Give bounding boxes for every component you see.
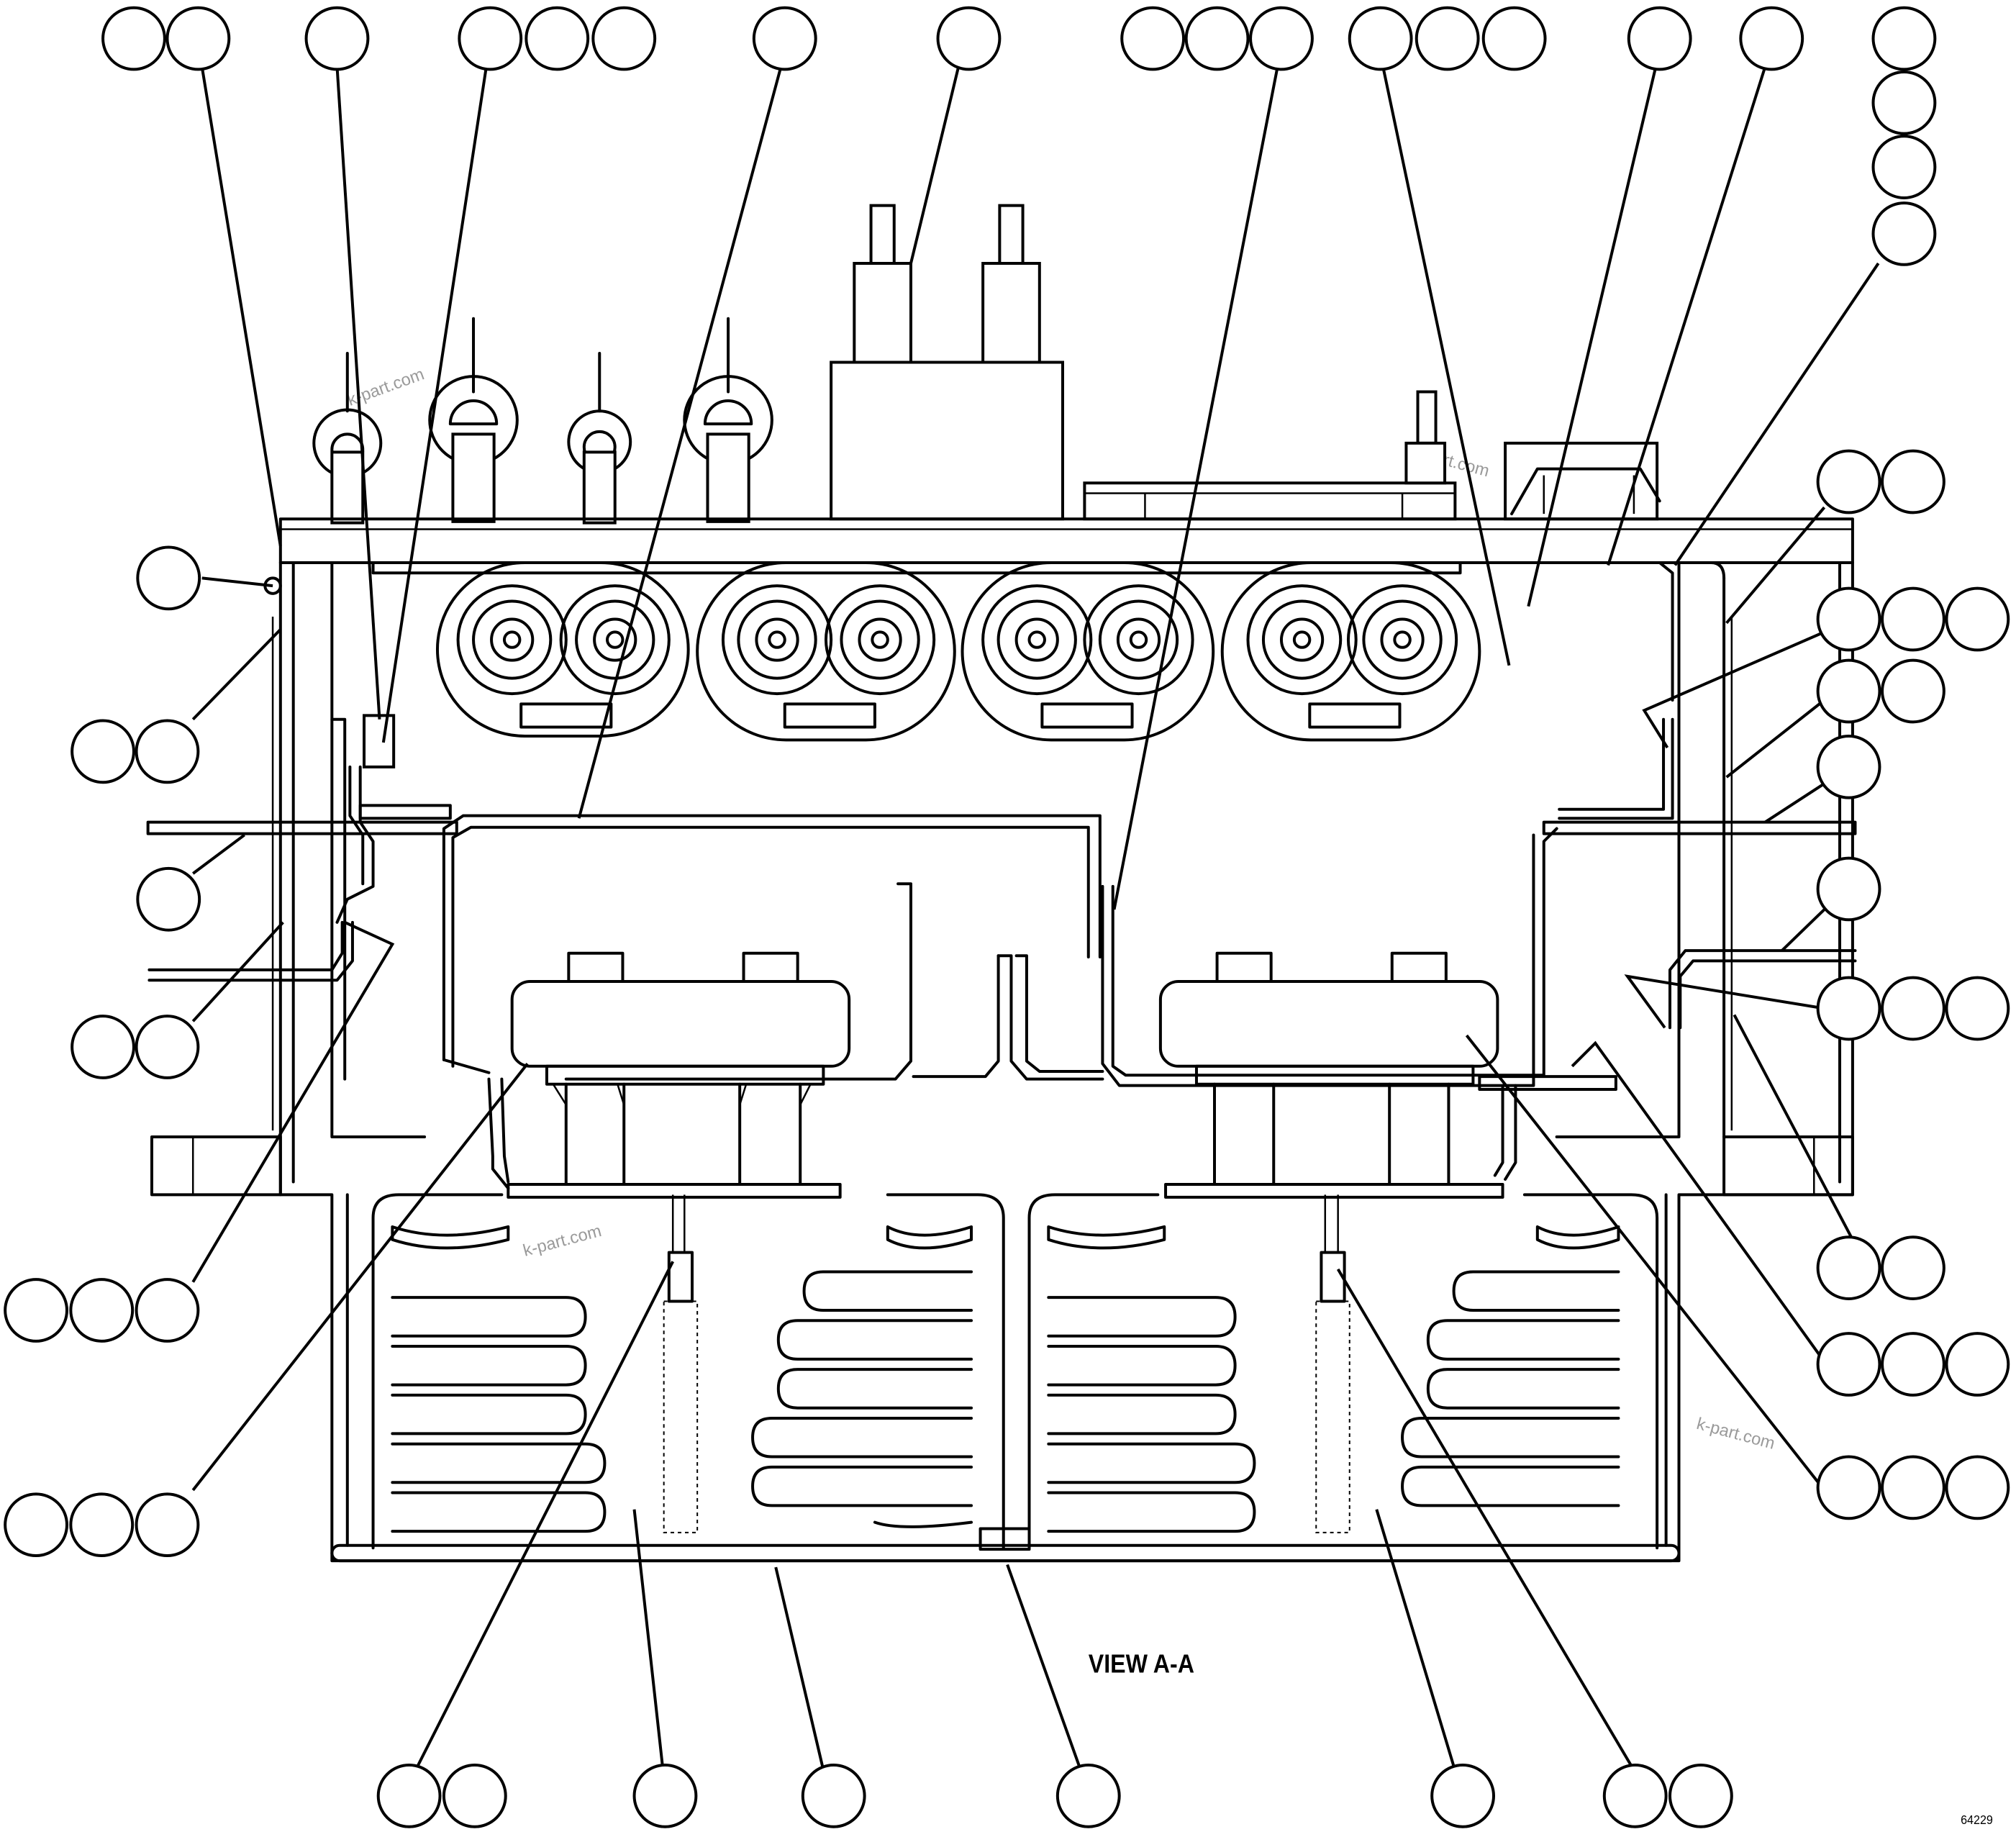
callout-bubble [1946,1333,2008,1395]
callout-bubble [1882,589,1944,650]
callout-bubble [1882,1237,1944,1299]
callout-bubble [1882,661,1944,722]
callout-bubble [1818,1333,1880,1395]
coil-pair-2 [697,563,955,740]
callout-bubble [137,1494,199,1556]
callout-bubble [1874,72,1935,134]
callout-bubble [1604,1765,1666,1827]
ring-terminal-1 [314,353,381,523]
callout-bubble [1818,451,1880,513]
callout-bubble [137,721,199,783]
callout-bubble [307,8,368,70]
ring-terminal-2 [430,319,517,522]
callout-bubble [1882,1333,1944,1395]
callout-bubble [1122,8,1184,70]
callout-bubble [1250,8,1312,70]
callout-bubble [72,1016,134,1078]
coil-pair-4 [1222,563,1480,740]
callout-bubble [1629,8,1691,70]
callout-bubble [635,1765,696,1827]
callout-bubble [1818,858,1880,920]
callout-bubble [1818,589,1880,650]
callout-bubble [5,1494,67,1556]
pipe-frame [444,816,1557,1189]
callout-bubble [1874,8,1935,70]
callout-bubble [72,721,134,783]
callout-bubble [71,1494,132,1556]
ring-terminal-3 [568,353,630,523]
callout-bubble [754,8,816,70]
coil-row [373,563,1480,740]
callout-bubble [803,1765,865,1827]
leader-lines [193,67,1878,1773]
watermark-3: k-part.com [521,1221,603,1260]
callout-bubble [1818,1457,1880,1519]
callout-bubble [1740,8,1802,70]
callout-bubble [137,868,199,930]
main-frame [148,519,1856,1561]
watermarks: k-part.com k-part.com k-part.com k-part.… [345,364,1777,1453]
callout-bubble [71,1279,132,1341]
watermark-4: k-part.com [1694,1414,1776,1453]
callout-bubble [1818,978,1880,1040]
callout-bubble [1058,1765,1120,1827]
callout-bubble [1432,1765,1494,1827]
callout-bubble [5,1279,67,1341]
callout-bubble [1417,8,1479,70]
callout-bubbles [5,8,2008,1827]
callout-bubble [378,1765,440,1827]
top-components [314,206,1659,523]
callout-bubble [1186,8,1248,70]
callout-bubble [1874,136,1935,198]
callout-bubble [1946,978,2008,1040]
callout-bubble [1818,661,1880,722]
callout-bubble [137,1016,199,1078]
contactor-right [1161,953,1616,1197]
callout-bubble [1946,589,2008,650]
callout-bubble [1882,451,1944,513]
ring-terminal-4 [684,319,772,522]
callout-bubble [459,8,521,70]
callout-bubble [593,8,655,70]
callout-bubble [137,1279,199,1341]
callout-bubble [1882,978,1944,1040]
rail-bar [1084,392,1455,520]
callout-bubble [137,548,199,609]
callout-bubble [444,1765,506,1827]
callout-bubble [167,8,229,70]
callout-bubble [1670,1765,1732,1827]
callout-bubble [1818,736,1880,798]
lower-housing [332,1194,1679,1561]
switch-box [1505,443,1660,519]
coil-pair-1 [437,563,689,736]
capacitor-block [831,206,1063,520]
view-title: VIEW A-A [1089,1650,1194,1679]
callout-bubble [1818,1237,1880,1299]
callout-bubble [1484,8,1545,70]
drawing-number: 64229 [1961,1813,1993,1827]
callout-bubble [526,8,588,70]
callout-bubble [1350,8,1412,70]
callout-bubble [1946,1457,2008,1519]
contactor-left [508,953,849,1197]
callout-bubble [1874,203,1935,265]
callout-bubble [103,8,165,70]
callout-bubble [1882,1457,1944,1519]
callout-bubble [938,8,1000,70]
